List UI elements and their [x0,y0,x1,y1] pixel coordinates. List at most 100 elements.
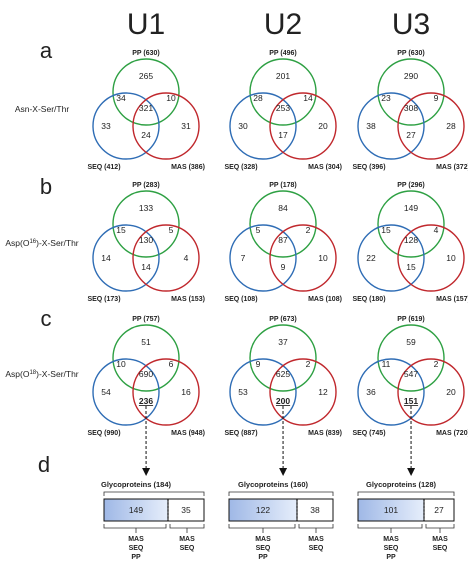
mas-circle [132,224,200,292]
mas-set-label: MAS (372) [436,164,468,171]
region-mas-only: 10 [318,253,328,263]
seq-circle [92,92,160,160]
column-header-u1: U1 [127,8,165,41]
left-category-label: SEQ [129,545,144,552]
seq-mas-count: 38 [310,505,320,515]
left-category-label: PP [386,554,396,561]
region-mas-only: 28 [446,121,456,131]
seq-circle [92,358,160,426]
left-bracket [103,524,167,529]
left-category-label: MAS [128,536,144,543]
pp-circle [377,190,445,258]
shared-count: 101 [384,505,398,515]
region-pp-mas: 2 [306,225,311,235]
glycoproteins-title: Glycoproteins (160) [238,480,309,489]
region-seq-mas: 24 [141,130,151,140]
mas-circle [132,92,200,160]
mas-circle [132,358,200,426]
mas-circle [269,358,337,426]
region-seq-mas: 151 [404,396,418,406]
seq-mas-count: 27 [434,505,444,515]
shared-count: 149 [129,505,143,515]
seq-circle [229,224,297,292]
mas-set-label: MAS (720) [436,430,468,437]
region-seq-mas: 200 [276,396,290,406]
left-category-label: SEQ [384,545,399,552]
row-label-b: Asp(O16)-X-Ser/Thr [5,238,78,248]
glycoproteins-title: Glycoproteins (128) [366,480,437,489]
pp-set-label: PP (178) [269,182,297,189]
region-pp-mas: 10 [166,93,176,103]
left-category-label: SEQ [256,545,271,552]
right-category-label: SEQ [433,545,448,552]
region-mas-only: 16 [181,387,191,397]
region-pp-only: 84 [278,203,288,213]
region-all: 625 [276,369,290,379]
right-category-label: SEQ [180,545,195,552]
region-seq-only: 38 [366,121,376,131]
column-header-u3: U3 [392,8,430,41]
seq-circle [92,224,160,292]
region-seq-mas: 15 [406,262,416,272]
mas-set-label: MAS (386) [171,164,205,171]
row-letter-b: b [40,174,52,199]
region-all: 547 [404,369,418,379]
region-pp-seq: 34 [116,93,126,103]
mas-set-label: MAS (108) [308,296,342,303]
right-category-label: MAS [308,536,324,543]
region-pp-mas: 9 [434,93,439,103]
seq-set-label: SEQ (108) [224,296,257,303]
region-seq-only: 33 [101,121,111,131]
pp-set-label: PP (496) [269,50,297,57]
region-pp-mas: 6 [169,359,174,369]
pp-circle [249,190,317,258]
region-pp-mas: 2 [306,359,311,369]
pp-circle [249,324,317,392]
region-all: 130 [139,235,153,245]
region-all: 308 [404,103,418,113]
mas-set-label: MAS (304) [308,164,342,171]
region-seq-only: 53 [238,387,248,397]
region-pp-mas: 14 [303,93,313,103]
left-category-label: PP [258,554,268,561]
mas-set-label: MAS (157) [436,296,468,303]
region-seq-only: 30 [238,121,248,131]
region-mas-only: 20 [446,387,456,397]
region-mas-only: 10 [446,253,456,263]
pp-set-label: PP (630) [132,50,160,57]
region-seq-only: 14 [101,253,111,263]
region-pp-only: 201 [276,71,290,81]
mas-set-label: MAS (839) [308,430,342,437]
region-pp-mas: 2 [434,359,439,369]
top-bracket [357,491,455,496]
mas-set-label: MAS (948) [171,430,205,437]
left-bracket [357,524,423,529]
seq-circle [357,92,425,160]
region-all: 690 [139,369,153,379]
seq-set-label: SEQ (412) [87,164,120,171]
region-pp-mas: 4 [434,225,439,235]
seq-set-label: SEQ (745) [352,430,385,437]
pp-set-label: PP (296) [397,182,425,189]
mas-circle [269,92,337,160]
region-seq-mas: 236 [139,396,153,406]
top-bracket [228,491,334,496]
region-pp-only: 149 [404,203,418,213]
right-category-label: SEQ [309,545,324,552]
region-pp-seq: 15 [116,225,126,235]
region-mas-only: 31 [181,121,191,131]
pp-set-label: PP (673) [269,316,297,323]
column-header-u2: U2 [264,8,302,41]
seq-circle [229,358,297,426]
seq-circle [357,358,425,426]
mas-set-label: MAS (153) [171,296,205,303]
region-pp-seq: 15 [381,225,391,235]
mas-circle [397,92,465,160]
